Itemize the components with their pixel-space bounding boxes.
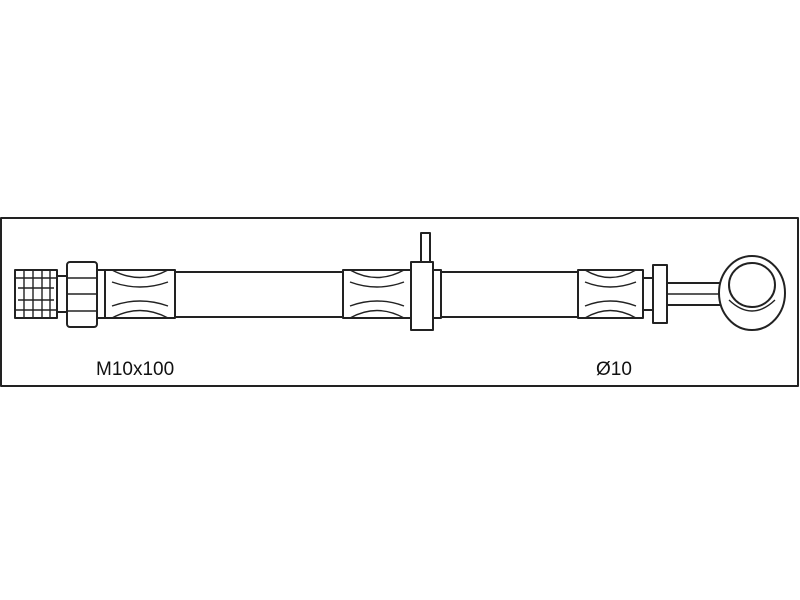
- mounting-bracket: [410, 232, 442, 331]
- crimp-ferrule-left: [104, 269, 176, 319]
- diameter-label: Ø10: [596, 359, 632, 380]
- crimp-ferrule-right: [577, 269, 644, 319]
- hex-nut: [66, 261, 106, 328]
- thread-spec-label: M10x100: [96, 359, 174, 380]
- threaded-fitting: [14, 269, 68, 319]
- crimp-ferrule-middle: [342, 269, 412, 319]
- drawing-frame: [0, 217, 799, 387]
- banjo-fitting: [642, 255, 786, 331]
